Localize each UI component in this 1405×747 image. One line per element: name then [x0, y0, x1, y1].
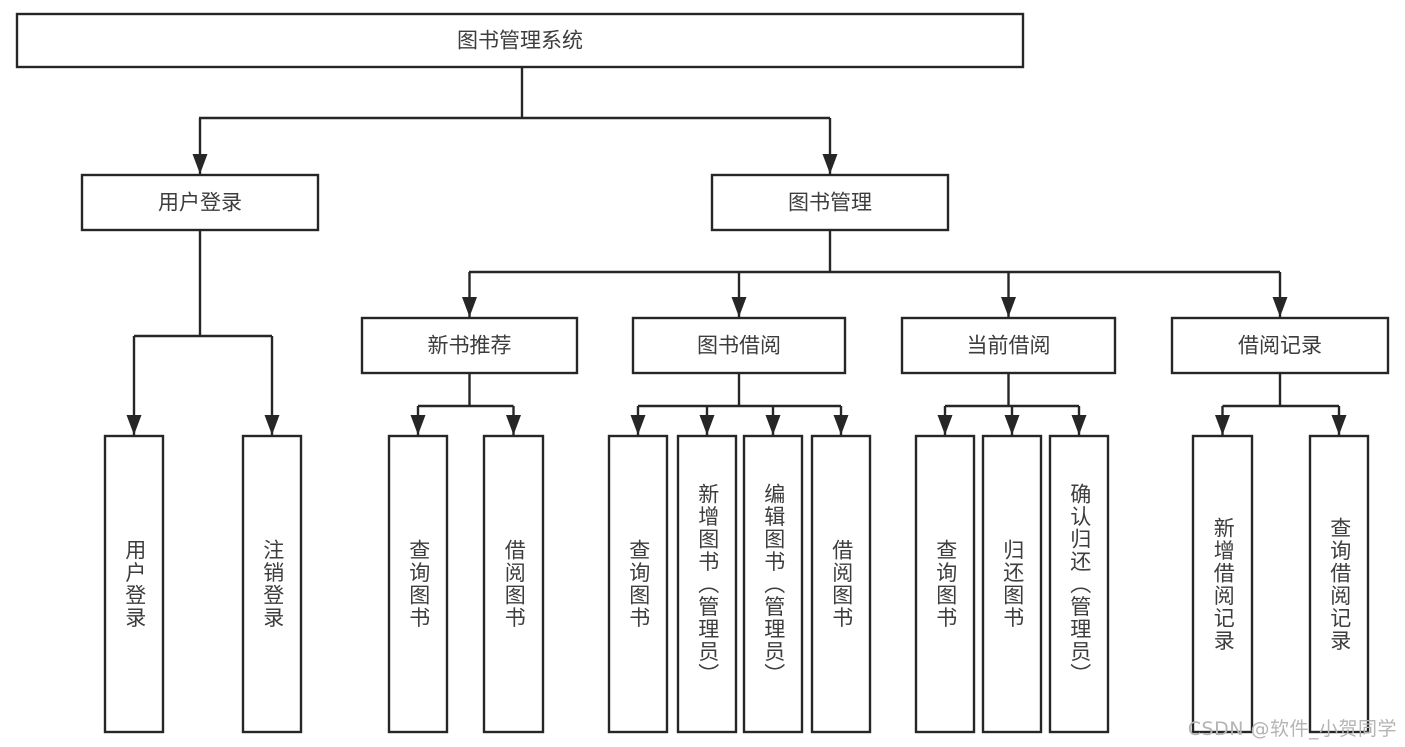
node-box-book-manage[interactable] [710, 173, 950, 232]
arrow-head-icon-leaf-query-book-rec [410, 415, 426, 435]
arrow-head-icon-current-borrow [1001, 297, 1016, 317]
node-box-leaf-query-book-rec[interactable] [387, 434, 449, 734]
node-box-user-login[interactable] [80, 173, 320, 232]
arrow-head-icon-leaf-logout [264, 415, 280, 435]
arrow-head-icon-leaf-confirm-return [1071, 415, 1087, 435]
node-box-leaf-confirm-return[interactable] [1048, 434, 1110, 734]
node-box-leaf-add-record[interactable] [1191, 434, 1254, 734]
node-box-current-borrow[interactable] [900, 316, 1117, 375]
arrow-head-icon-leaf-borrow-book-bor [833, 415, 849, 435]
node-label-user-login: 用户登录 [158, 191, 242, 215]
node-box-leaf-logout[interactable] [241, 434, 303, 734]
node-box-book-borrow[interactable] [631, 316, 847, 375]
arrow-head-icon-book-borrow [731, 297, 747, 317]
arrow-head-icon-leaf-return-book [1004, 415, 1020, 435]
connector-layer [126, 67, 1347, 435]
arrow-head-icon-user-login [192, 154, 208, 174]
csdn-watermark: CSDN @软件_小贺同学 [1187, 718, 1397, 740]
node-box-leaf-add-book[interactable] [676, 434, 738, 734]
arrow-head-icon-leaf-add-record [1215, 415, 1230, 435]
node-box-root[interactable] [15, 12, 1025, 69]
arrow-head-icon-book-manage [822, 154, 838, 174]
node-label-book-borrow: 图书借阅 [697, 334, 781, 358]
arrow-head-icon-new-book-rec [462, 297, 477, 317]
node-box-new-book-rec[interactable] [360, 316, 579, 375]
node-label-root: 图书管理系统 [457, 29, 583, 53]
arrow-head-icon-leaf-query-book-cur [937, 415, 953, 435]
arrow-head-icon-borrow-record [1272, 297, 1288, 317]
node-box-leaf-query-book-cur[interactable] [914, 434, 976, 734]
node-label-book-manage: 图书管理 [788, 191, 872, 215]
node-box-borrow-record[interactable] [1170, 316, 1390, 375]
arrow-head-icon-leaf-borrow-book-rec [506, 415, 521, 435]
arrow-head-icon-leaf-query-record [1331, 415, 1347, 435]
arrow-head-icon-leaf-query-book-bor [630, 415, 646, 435]
node-label-new-book-rec: 新书推荐 [428, 334, 512, 358]
box-layer [15, 12, 1390, 734]
node-box-leaf-return-book[interactable] [981, 434, 1043, 734]
node-box-leaf-query-book-bor[interactable] [607, 434, 669, 734]
node-box-leaf-edit-book[interactable] [742, 434, 804, 734]
node-label-borrow-record: 借阅记录 [1238, 334, 1322, 358]
arrow-head-icon-leaf-user-login [126, 415, 142, 435]
node-box-leaf-user-login[interactable] [103, 434, 165, 734]
arrow-head-icon-leaf-edit-book [765, 415, 781, 435]
node-label-current-borrow: 当前借阅 [967, 334, 1051, 358]
arrow-head-icon-leaf-add-book [699, 415, 715, 435]
node-box-leaf-query-record[interactable] [1308, 434, 1370, 734]
node-box-leaf-borrow-book-bor[interactable] [810, 434, 872, 734]
node-box-leaf-borrow-book-rec[interactable] [482, 434, 545, 734]
